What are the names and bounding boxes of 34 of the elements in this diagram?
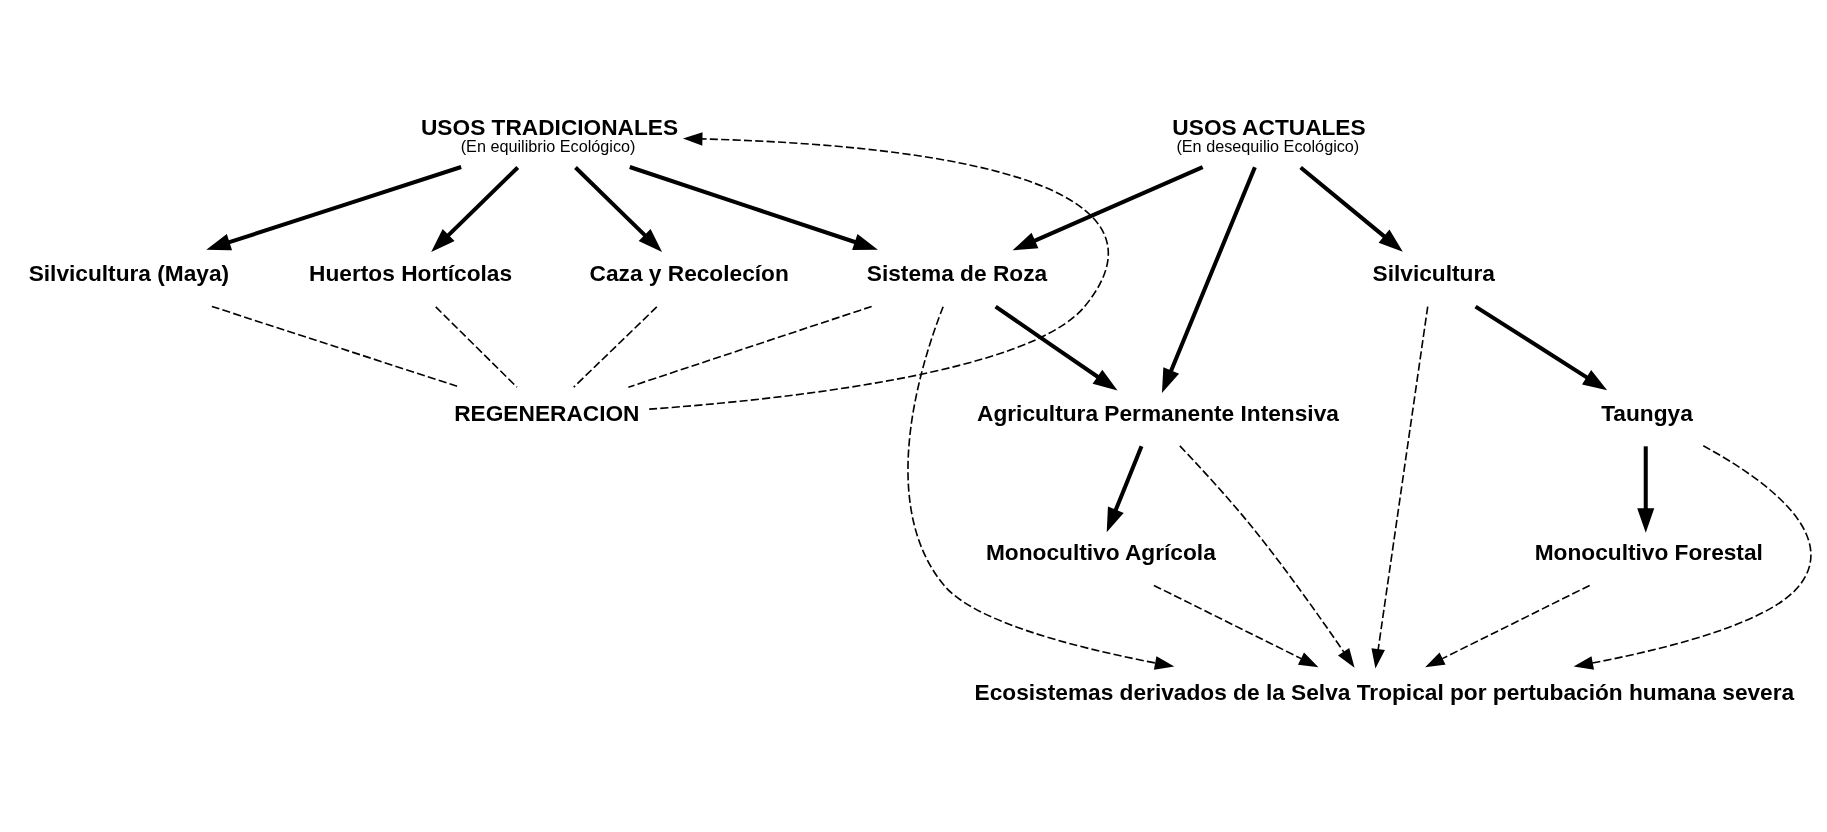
connector [434,305,518,388]
arrow [907,305,1175,670]
node-text: Silvicultura (Maya) [28,259,230,286]
node-text: Ecosistemas derivados de la Selva Tropical por pertubación humana severa [974,678,1795,705]
node-text: Monocultivo Agrícola [985,538,1216,565]
node-text: USOS ACTUALES (En desequilio Ecológico) [1172,113,1366,155]
arrow [1371,305,1429,668]
connector [572,305,658,388]
node-text: REGENERACION [454,399,640,426]
arrow [1299,165,1403,252]
arrow [206,164,462,250]
node-text: Sistema de Roza [866,259,1048,286]
arrow [994,304,1118,390]
arrow [1637,445,1655,533]
arrow [1161,165,1257,393]
arrow [629,164,878,250]
arrow [1106,445,1144,532]
node-text: Monocultivo Forestal [1534,538,1763,565]
connector [627,305,873,388]
node-text: Silvicultura [1372,259,1495,286]
node-text: USOS TRADICIONALES (En equilibrio Ecológico) [420,113,679,155]
arrow [1425,584,1591,667]
node-text: Caza y Recolecíon [589,259,789,286]
arrow [1474,304,1608,390]
node-text: Huertos Hortícolas [309,259,513,286]
arrow [1573,444,1812,670]
node-text: Taungya [1601,399,1693,426]
arrow [1153,584,1319,667]
arrow [431,165,520,252]
arrow [648,131,1109,410]
node-text: Agricultura Permanente Intensiva [977,399,1339,426]
arrow [574,165,663,252]
arrow [1179,444,1355,668]
arrow [1012,164,1204,250]
